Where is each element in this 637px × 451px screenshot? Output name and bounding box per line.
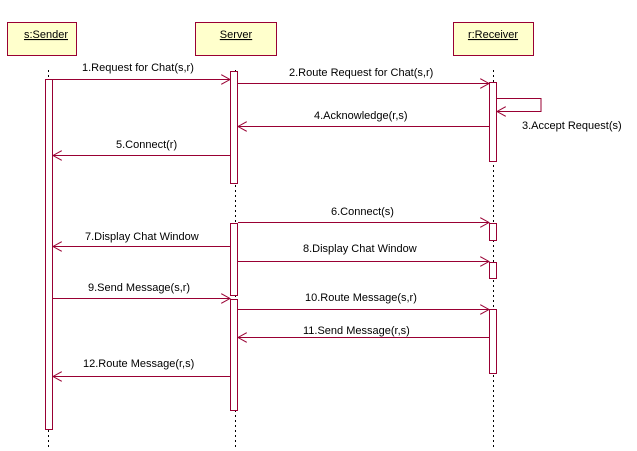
activation-server-2: [230, 223, 238, 296]
message-10-label: 10.Route Message(s,r): [305, 292, 417, 304]
message-8: 8.Display Chat Window: [238, 243, 489, 262]
message-6: 6.Connect(s): [238, 206, 489, 223]
object-server: Server: [195, 22, 277, 56]
message-12-label: 12.Route Message(r,s): [83, 358, 194, 370]
activation-receiver-3: [489, 262, 497, 279]
message-2-label: 2.Route Request for Chat(s,r): [289, 67, 433, 79]
object-server-label: Server: [220, 29, 253, 41]
activation-sender: [45, 79, 53, 430]
object-sender-label: s:Sender: [24, 29, 68, 41]
message-8-label: 8.Display Chat Window: [303, 243, 417, 255]
message-4: 4.Acknowledge(r,s): [238, 110, 489, 127]
activation-server-3: [230, 299, 238, 411]
message-6-label: 6.Connect(s): [331, 206, 394, 218]
message-11: 11.Send Message(r,s): [238, 325, 489, 338]
object-sender: s:Sender: [7, 22, 77, 56]
message-3: 3.Accept Request(s): [497, 98, 622, 132]
message-12: 12.Route Message(r,s): [53, 358, 230, 377]
message-4-label: 4.Acknowledge(r,s): [314, 110, 408, 122]
message-1: 1.Request for Chat(s,r): [52, 62, 230, 80]
message-11-label: 11.Send Message(r,s): [303, 325, 410, 337]
message-9-label: 9.Send Message(s,r): [88, 282, 190, 294]
message-7-label: 7.Display Chat Window: [85, 231, 199, 243]
message-1-label: 1.Request for Chat(s,r): [82, 62, 194, 74]
message-7: 7.Display Chat Window: [53, 231, 230, 247]
message-2: 2.Route Request for Chat(s,r): [238, 67, 489, 84]
activation-receiver-1: [489, 82, 497, 162]
message-5-label: 5.Connect(r): [116, 139, 177, 151]
activation-server-1: [230, 71, 238, 184]
activation-receiver-4: [489, 309, 497, 374]
message-5: 5.Connect(r): [53, 139, 230, 156]
object-receiver: r:Receiver: [453, 22, 534, 56]
message-9: 9.Send Message(s,r): [52, 282, 230, 299]
object-receiver-label: r:Receiver: [468, 29, 518, 41]
message-3-label: 3.Accept Request(s): [522, 120, 622, 132]
message-10: 10.Route Message(s,r): [238, 292, 489, 310]
activation-receiver-2: [489, 223, 497, 241]
